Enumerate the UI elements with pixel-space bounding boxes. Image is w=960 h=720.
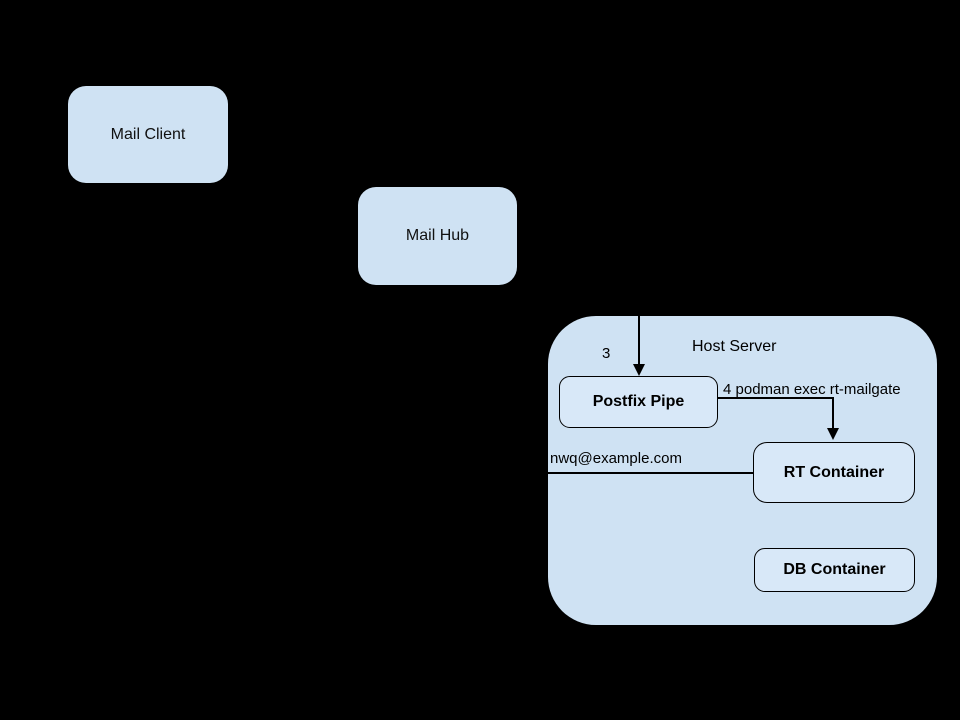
mail-client-label: Mail Client bbox=[110, 125, 186, 143]
host-server-container: Host Server 3 4 podman exec rt-mailgate … bbox=[548, 316, 937, 625]
step4-arrow-line bbox=[718, 397, 834, 429]
step3-annotation: 3 bbox=[602, 345, 611, 362]
recipient-annotation: nwq@example.com bbox=[550, 450, 682, 467]
mail-hub-node: Mail Hub bbox=[358, 187, 517, 285]
mail-hub-label: Mail Hub bbox=[405, 227, 470, 244]
step4-arrowhead bbox=[827, 428, 839, 440]
step3-arrowhead bbox=[633, 364, 645, 376]
rt-container-node: RT Container bbox=[753, 442, 915, 503]
postfix-pipe-node: Postfix Pipe bbox=[559, 376, 718, 428]
rt-container-label: RT Container bbox=[783, 463, 885, 481]
db-container-label: DB Container bbox=[783, 561, 886, 578]
postfix-pipe-label: Postfix Pipe bbox=[592, 393, 685, 410]
step4-annotation: 4 podman exec rt-mailgate bbox=[723, 381, 901, 398]
db-container-node: DB Container bbox=[754, 548, 915, 592]
mail-client-node: Mail Client bbox=[68, 86, 228, 183]
host-server-label: Host Server bbox=[692, 338, 777, 355]
